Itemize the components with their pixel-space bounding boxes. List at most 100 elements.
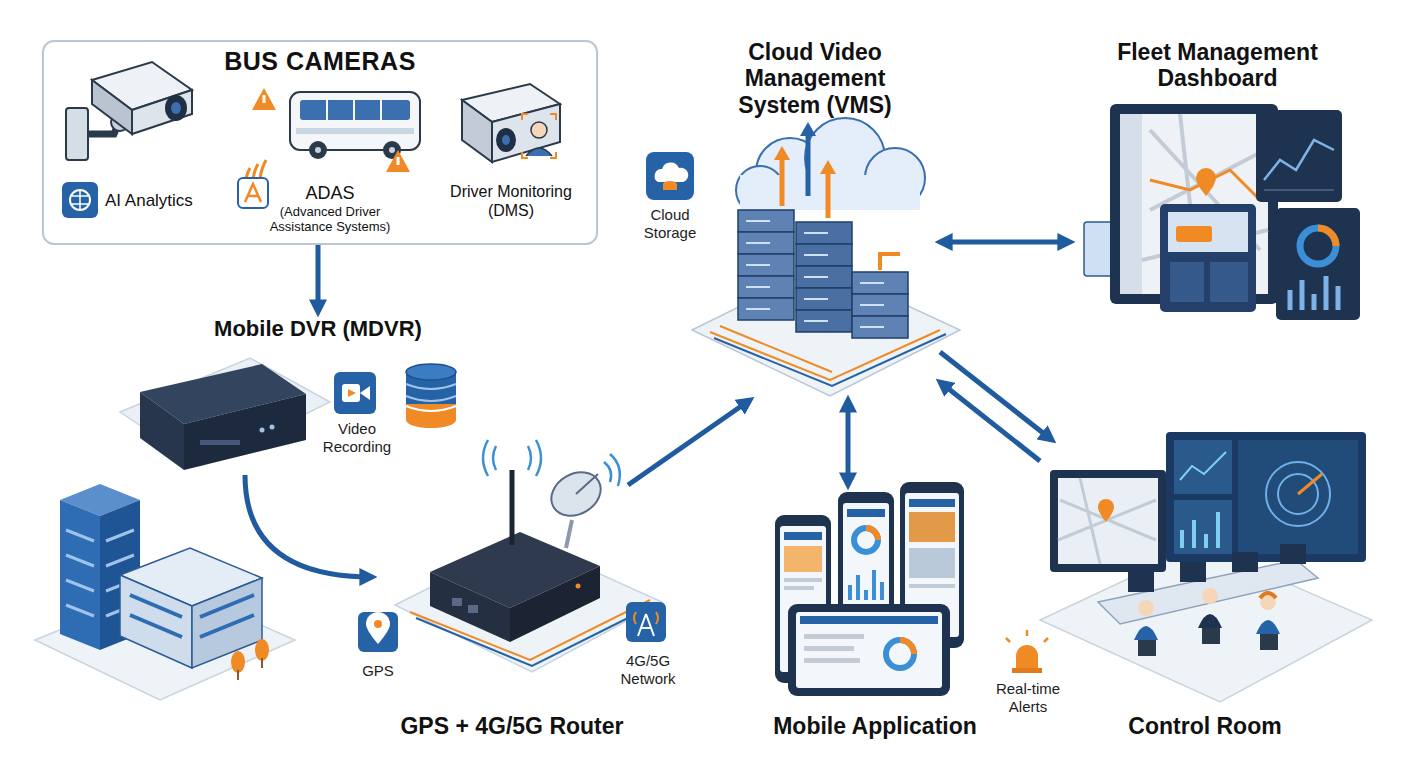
- cloud-storage-icon-part: [646, 152, 694, 200]
- control-room-illustration-part: [1260, 593, 1276, 598]
- phones-illustration-part: [784, 578, 822, 582]
- phones-illustration-part: [909, 584, 955, 588]
- control-room-illustration-part: [1202, 588, 1218, 604]
- device-node: GPS + 4G/5G Router: [372, 485, 652, 745]
- control-room-illustration-part: [1128, 572, 1154, 592]
- control-room-node: Control Room: [1040, 440, 1370, 745]
- security-camera-part: [92, 80, 132, 134]
- video-icon-part: [334, 372, 376, 414]
- dashboard-illustration-part: [1264, 189, 1334, 191]
- bus-illustration-part: [290, 92, 420, 150]
- camera-feature: ADAS(Advanced Driver Assistance Systems): [251, 183, 409, 235]
- router-device-part: [566, 520, 572, 548]
- dms-camera: [462, 84, 560, 162]
- cloud-node: Cloud Video Management System (VMS): [690, 35, 940, 400]
- dashboard-illustration-part: [1168, 212, 1248, 252]
- flow-arrow: [245, 475, 372, 577]
- node-title: Fleet Management Dashboard: [1093, 39, 1343, 92]
- building-illustration-part: [130, 595, 254, 637]
- security-camera-part: [171, 102, 181, 114]
- router-device: [395, 440, 662, 672]
- vms-illustration-part: [800, 122, 816, 136]
- bus-illustration-part: [309, 141, 327, 159]
- phones-illustration-part: [796, 612, 942, 688]
- router-device-part: [468, 605, 478, 613]
- node-title: Mobile Application: [773, 713, 977, 739]
- video-icon: [334, 372, 376, 414]
- control-room-illustration-part: [1260, 634, 1278, 650]
- router-device-part: [430, 572, 510, 642]
- vms-illustration-part: [774, 146, 790, 160]
- router-device-part: [576, 474, 598, 494]
- bus-illustration-part: [300, 100, 410, 120]
- gps-icon-part: [374, 620, 382, 628]
- bus-illustration-part: [296, 128, 414, 134]
- flow-arrow: [846, 400, 851, 485]
- vms-illustration-part: [714, 334, 946, 386]
- dms-camera-part: [462, 100, 492, 162]
- mdvr-device-part: [260, 428, 265, 433]
- alert-icon-part: [1012, 668, 1042, 673]
- dashboard-illustration-part: [1176, 226, 1212, 242]
- dashboard-illustration-part: [1264, 140, 1334, 180]
- flow-arrow: [628, 400, 750, 485]
- phones-illustration-part: [804, 658, 860, 663]
- dms-camera-part: [496, 128, 516, 152]
- adas-icon-part: [245, 184, 261, 202]
- dashboard-illustration-part: [1210, 262, 1248, 302]
- building-illustration-part: [231, 651, 245, 673]
- phones-illustration-part: [784, 532, 822, 540]
- bus-illustration-part: [386, 150, 410, 172]
- control-room-illustration-part: [1134, 626, 1158, 640]
- phones-illustration-part: [900, 640, 914, 654]
- router-device-part: [510, 470, 515, 545]
- phones-illustration-part: [784, 586, 814, 590]
- dms-camera-part: [526, 148, 552, 156]
- phones-illustration-part: [804, 646, 854, 651]
- phones-illustration-part: [909, 548, 955, 578]
- phones-illustration-part: [854, 528, 878, 552]
- database-icon-part: [406, 364, 456, 380]
- dms-camera-part: [531, 122, 547, 138]
- node-title: Control Room: [1128, 713, 1281, 739]
- node-title: AI Analytics: [105, 191, 193, 211]
- vms-illustration-part: [826, 170, 831, 218]
- control-room-illustration-part: [1138, 600, 1154, 616]
- vms-illustration-part: [806, 132, 811, 196]
- dashboard-illustration-part: [1256, 110, 1342, 202]
- ai-icon-part: [70, 190, 90, 210]
- control-room-illustration-part: [1174, 440, 1232, 494]
- icon-label: Video Recording: [315, 420, 399, 456]
- control-room-illustration-part: [1058, 478, 1158, 564]
- control-room-illustration-part: [1238, 440, 1358, 554]
- phones-illustration: [775, 482, 964, 696]
- bus-illustration-part: [315, 147, 321, 153]
- ai-icon-part: [72, 190, 88, 210]
- control-room-illustration-part: [1050, 470, 1166, 572]
- dashboard-illustration-part: [1300, 228, 1336, 264]
- control-room-illustration-part: [1260, 594, 1276, 610]
- dashboard-node: Fleet Management Dashboard: [1070, 35, 1365, 320]
- router-device-part: [604, 454, 620, 486]
- node-title: Cloud Video Management System (VMS): [715, 39, 915, 118]
- network-icon: [626, 602, 666, 642]
- control-room-illustration-part: [1180, 452, 1226, 480]
- dashboard-illustration-part: [1276, 208, 1360, 320]
- building-illustration-part: [255, 639, 269, 661]
- dashboard-illustration-part: [1120, 114, 1142, 294]
- server-stack: [738, 210, 908, 338]
- vms-illustration-part: [880, 254, 900, 270]
- app-node: Mobile Application: [765, 485, 985, 745]
- node-title: BUS CAMERAS: [224, 48, 416, 76]
- vms-illustration-part: [692, 266, 960, 396]
- building-illustration-part: [120, 575, 192, 668]
- video-icon-part: [360, 386, 370, 400]
- control-room-illustration-part: [1180, 562, 1206, 582]
- network-icon-part: [634, 612, 658, 624]
- control-room-illustration-part: [1266, 462, 1330, 526]
- dashboard-illustration-part: [1290, 276, 1338, 310]
- flow-arrow: [940, 382, 1040, 461]
- mdvr-device-part: [140, 392, 184, 470]
